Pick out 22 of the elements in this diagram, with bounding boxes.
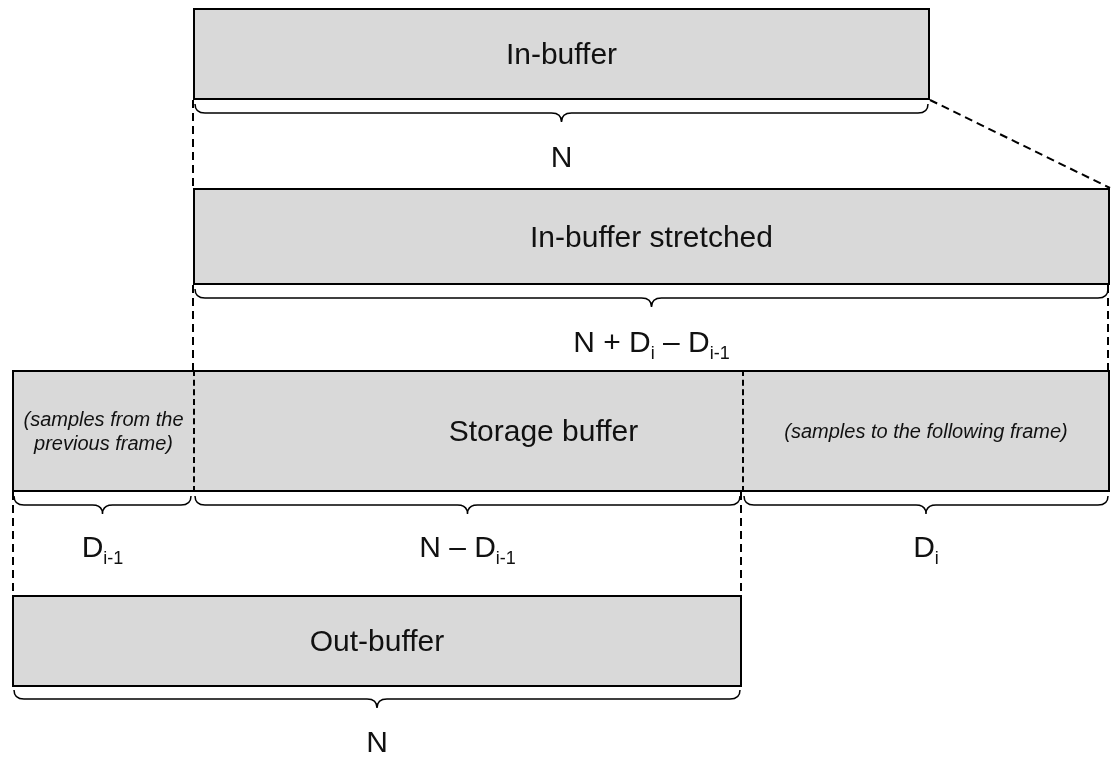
dimension-label: N [366,725,388,759]
dimension-label: N + D$_{i}$ – D$_{i-1}$ [573,325,730,364]
projection-line [1107,284,1109,371]
buffer-box [742,370,1110,492]
dimension-label: D$_{i}$ [913,530,939,569]
note-text: (samples from the previous frame) [22,407,185,455]
buffer-box [12,370,193,492]
dimension-label: N – D$_{i-1}$ [419,530,516,569]
note-text: (samples to the following frame) [784,419,1068,443]
buffer-label: Storage buffer [448,414,639,448]
buffer-box [193,8,930,100]
projection-line [192,284,194,371]
buffer-box [193,370,742,492]
buffer-label: Out-buffer [309,624,445,658]
projection-line [192,99,194,189]
projection-line [929,99,1111,189]
buffer-box [193,188,1110,285]
dimension-label: D$_{i-1}$ [81,530,124,569]
dimension-label: N [550,140,573,174]
buffer-label: In-buffer stretched [530,219,773,254]
buffer-label: In-buffer [505,37,618,71]
buffer-box [12,595,742,687]
